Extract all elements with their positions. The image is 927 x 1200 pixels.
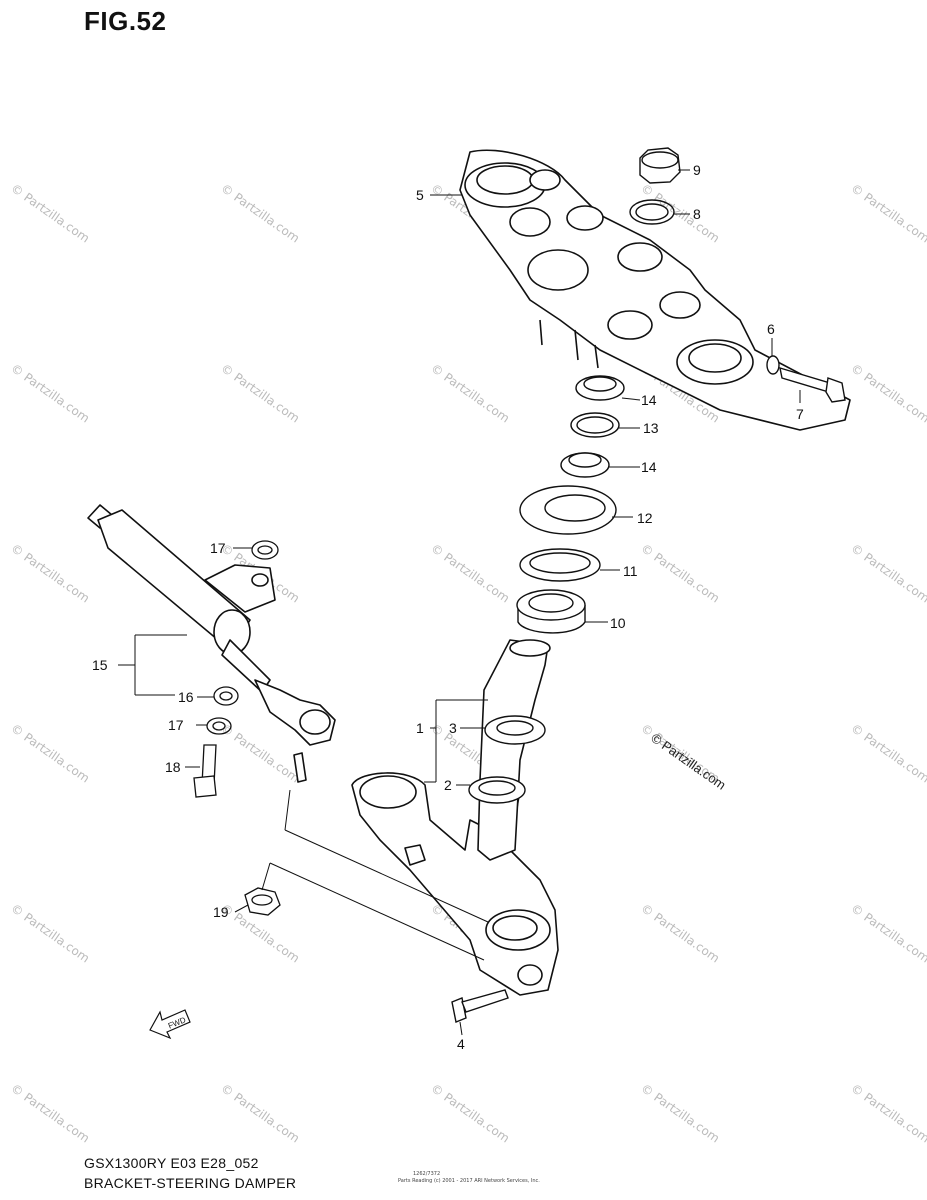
part-6-washer[interactable] xyxy=(766,355,780,375)
part-17-washer-upper[interactable] xyxy=(251,540,279,560)
callout-16[interactable]: 16 xyxy=(178,689,194,705)
watermark-text: © Partzilla.com xyxy=(218,181,302,246)
leader-lines xyxy=(118,169,801,1036)
watermark-text: © Partzilla.com xyxy=(848,541,927,606)
callout-14-lower[interactable]: 14 xyxy=(641,459,657,475)
callout-1[interactable]: 1 xyxy=(416,720,424,736)
part-15-steering-damper[interactable] xyxy=(87,504,336,783)
callout-17-lower[interactable]: 17 xyxy=(168,717,184,733)
section-name: BRACKET-STEERING DAMPER xyxy=(84,1175,297,1191)
callout-7[interactable]: 7 xyxy=(796,406,804,422)
watermark-text: © Partzilla.com xyxy=(848,721,927,786)
part-2-bearing-lower[interactable] xyxy=(468,776,526,804)
callout-labels: 5 9 8 6 7 14 13 14 12 11 10 1 3 2 4 17 1… xyxy=(92,162,804,1052)
copyright-mark: © Partzilla.com xyxy=(648,730,728,793)
watermark-text: © Partzilla.com xyxy=(638,181,722,246)
part-13-lock-washer[interactable] xyxy=(570,412,620,438)
part-14-lock-nut-lower[interactable] xyxy=(560,452,610,478)
part-3-dust-seal[interactable] xyxy=(484,715,546,745)
callout-13[interactable]: 13 xyxy=(643,420,659,436)
watermark-text: © Partzilla.com xyxy=(8,721,92,786)
watermark-text: © Partzilla.com xyxy=(218,721,302,786)
watermark-text: © Partzilla.com xyxy=(218,1081,302,1146)
part-5-upper-bracket[interactable] xyxy=(459,149,851,431)
watermark-text: © Partzilla.com xyxy=(428,361,512,426)
callout-14-upper[interactable]: 14 xyxy=(641,392,657,408)
part-17-washer-lower[interactable] xyxy=(206,717,232,735)
watermark-text: © Partzilla.com xyxy=(428,1081,512,1146)
callout-17-upper[interactable]: 17 xyxy=(210,540,226,556)
forward-arrow-icon: FWD xyxy=(149,1009,191,1040)
watermark-text: © Partzilla.com xyxy=(848,901,927,966)
watermark-text: © Partzilla.com xyxy=(8,901,92,966)
part-12-dust-seal[interactable] xyxy=(519,485,617,535)
watermark-text: © Partzilla.com xyxy=(638,1081,722,1146)
callout-19[interactable]: 19 xyxy=(213,904,229,920)
part-14-lock-nut-upper[interactable] xyxy=(575,375,625,401)
part-9-steering-stem-nut[interactable] xyxy=(639,147,681,184)
watermark-text: © Partzilla.com xyxy=(8,181,92,246)
callout-15[interactable]: 15 xyxy=(92,657,108,673)
callout-5[interactable]: 5 xyxy=(416,187,424,203)
watermark-text: © Partzilla.com xyxy=(8,541,92,606)
watermark-text: © Partzilla.com xyxy=(638,901,722,966)
figure-title: FIG.52 xyxy=(84,6,167,36)
part-7-bolt[interactable] xyxy=(779,366,846,403)
part-16-collar[interactable] xyxy=(213,686,239,706)
part-8-washer[interactable] xyxy=(629,199,675,225)
part-4-bolt[interactable] xyxy=(451,989,509,1023)
part-10-bearing[interactable] xyxy=(516,589,586,634)
part-11-bearing-race[interactable] xyxy=(519,548,601,582)
model-code: GSX1300RY E03 E28_052 xyxy=(84,1155,259,1171)
watermark-text: © Partzilla.com xyxy=(428,541,512,606)
callout-10[interactable]: 10 xyxy=(610,615,626,631)
part-1-lower-bracket-stem[interactable] xyxy=(351,639,559,996)
watermark-text: © Partzilla.com xyxy=(8,361,92,426)
part-19-nut[interactable] xyxy=(244,887,281,916)
watermark-text: © Partzilla.com xyxy=(218,361,302,426)
callout-18[interactable]: 18 xyxy=(165,759,181,775)
footer-page-ref: 1262/7372 xyxy=(413,1171,441,1177)
part-18-bolt[interactable] xyxy=(193,744,217,798)
callout-8[interactable]: 8 xyxy=(693,206,701,222)
callout-9[interactable]: 9 xyxy=(693,162,701,178)
callout-6[interactable]: 6 xyxy=(767,321,775,337)
footer-copyright: Parts Reading (c) 2001 - 2017 ARI Networ… xyxy=(398,1178,540,1184)
mounting-reference-lines xyxy=(261,789,489,961)
callout-11[interactable]: 11 xyxy=(623,563,638,579)
callout-3[interactable]: 3 xyxy=(449,720,457,736)
watermark-text: © Partzilla.com xyxy=(638,541,722,606)
callout-4[interactable]: 4 xyxy=(457,1036,465,1052)
callout-12[interactable]: 12 xyxy=(637,510,653,526)
watermark-text: © Partzilla.com xyxy=(848,181,927,246)
callout-2[interactable]: 2 xyxy=(444,777,452,793)
watermark-text: © Partzilla.com xyxy=(848,361,927,426)
watermark-text: © Partzilla.com xyxy=(848,1081,927,1146)
watermark-text: © Partzilla.com xyxy=(8,1081,92,1146)
